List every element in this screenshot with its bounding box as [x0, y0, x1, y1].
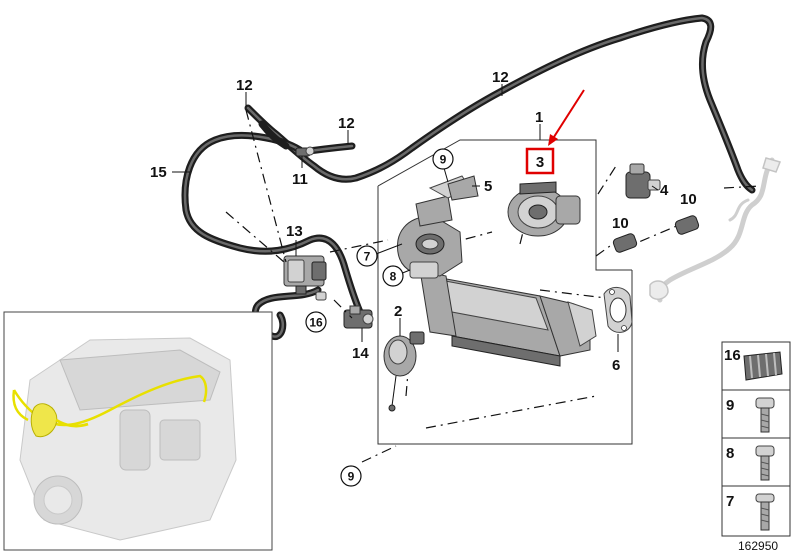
plug-10-left	[612, 233, 638, 253]
circled-callout-16: 16	[305, 311, 327, 333]
svg-text:9: 9	[440, 153, 447, 167]
bracket-5	[428, 175, 479, 201]
svg-text:3: 3	[536, 154, 544, 171]
egr-valve-3	[507, 181, 581, 237]
plug-10-right	[674, 215, 700, 235]
callout-4: 4	[660, 182, 669, 199]
fastener-legend: 16 9 8 7	[721, 341, 791, 537]
vacuum-hose-15	[181, 131, 364, 316]
circled-callout-9-top: 9	[432, 148, 454, 170]
legend-label-8: 8	[726, 445, 734, 462]
callout-10-right: 10	[680, 191, 697, 208]
egr-cooler	[419, 269, 597, 367]
callout-3-highlighted: 3	[525, 147, 555, 175]
sensor-14	[343, 305, 374, 329]
engine-inset	[3, 311, 273, 551]
legend-label-7: 7	[726, 493, 734, 510]
hose-clip-11	[295, 146, 315, 157]
svg-text:8: 8	[390, 270, 397, 284]
svg-text:9: 9	[348, 470, 355, 484]
callout-12-right: 12	[492, 69, 509, 86]
callout-12-left: 12	[236, 77, 253, 94]
connector-16	[315, 291, 327, 301]
diagram-number: 162950	[738, 539, 778, 553]
pressure-converter-13	[283, 255, 327, 295]
legend-label-9: 9	[726, 397, 734, 414]
callout-10-left: 10	[612, 215, 629, 232]
assembly-frame	[377, 139, 633, 445]
callout-12-middle: 12	[338, 115, 355, 132]
callout-6: 6	[612, 357, 620, 374]
bolt-icon	[755, 493, 775, 531]
vacuum-actuator-2	[383, 331, 425, 412]
callout-14: 14	[352, 345, 369, 362]
bolt-icon	[755, 445, 775, 481]
ghost-exhaust-pipe	[649, 157, 782, 303]
sensor-4	[625, 163, 661, 199]
svg-text:16: 16	[309, 316, 323, 330]
callout-2: 2	[394, 303, 402, 320]
red-pointer-arrow-icon	[548, 89, 585, 146]
circled-callout-8: 8	[382, 265, 404, 287]
egr-valve-housing	[397, 195, 463, 279]
svg-text:7: 7	[364, 250, 371, 264]
circled-callout-7: 7	[356, 245, 378, 267]
legend-label-16: 16	[724, 347, 741, 364]
circled-callout-9-bottom: 9	[340, 465, 362, 487]
callout-15: 15	[150, 164, 167, 181]
gasket-6	[603, 287, 633, 333]
callout-11: 11	[292, 171, 308, 188]
callout-1: 1	[535, 109, 543, 126]
vacuum-hose-12-main	[244, 14, 756, 194]
hose-clip-icon	[743, 351, 783, 381]
callout-leaders	[172, 84, 659, 352]
bolt-icon	[755, 397, 775, 433]
callout-13: 13	[286, 223, 303, 240]
callout-5: 5	[484, 178, 492, 195]
